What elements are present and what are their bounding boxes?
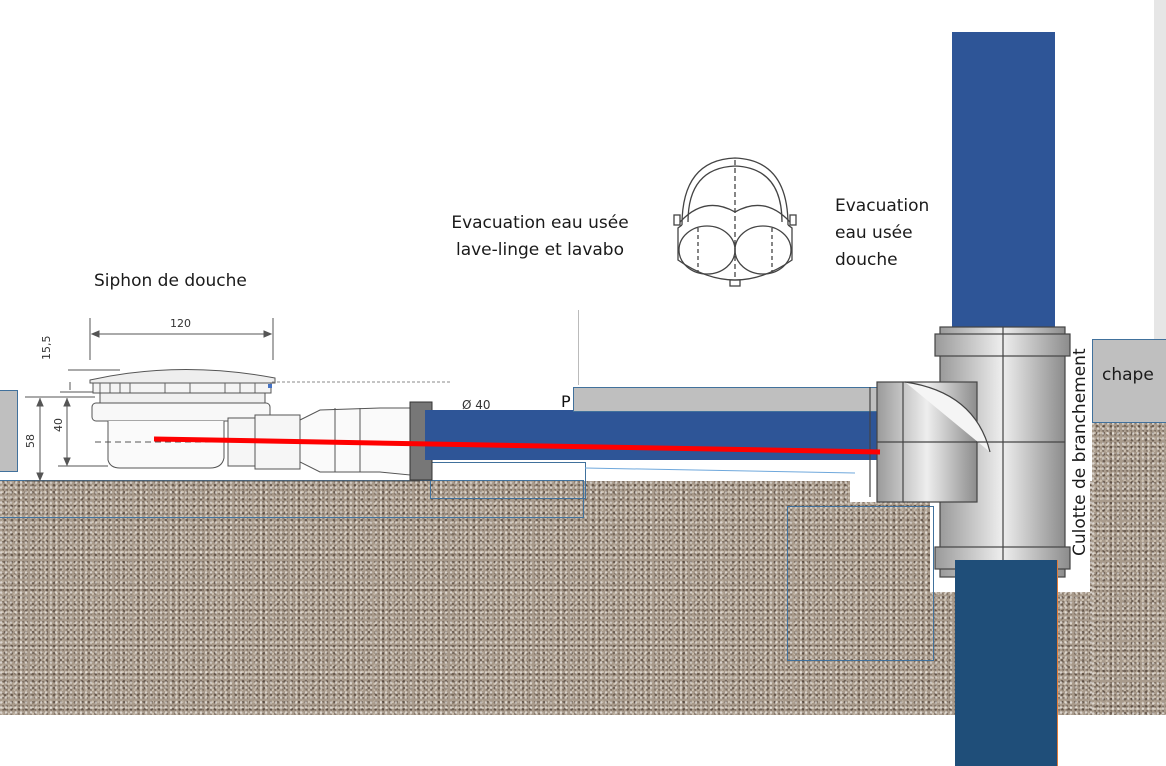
- evac-douche-line3: douche: [835, 250, 898, 270]
- evac-lavelinge-line1: Evacuation eau usée: [451, 213, 629, 233]
- wall-block-left: [0, 390, 18, 472]
- double-outlet-drawing: [673, 157, 797, 287]
- ground-gravel-right: [1092, 422, 1166, 715]
- vertical-pipe-top: [952, 32, 1055, 327]
- trench-outline-tee: [787, 506, 934, 661]
- evac-douche-line2: eau usée: [835, 223, 913, 243]
- siphon-label: Siphon de douche: [94, 271, 247, 291]
- evac-lavelinge-label: Evacuation eau usée lave-linge et lavabo: [440, 210, 640, 264]
- slope-line-red: [153, 436, 881, 455]
- evac-lavelinge-line2: lave-linge et lavabo: [455, 240, 624, 260]
- evac-douche-label: Evacuation eau usée douche: [835, 193, 929, 274]
- evac-douche-line1: Evacuation: [835, 196, 930, 216]
- truncated-text: P: [561, 392, 571, 411]
- chape-block: chape: [1092, 339, 1166, 423]
- right-edge-strip: [1154, 0, 1166, 340]
- dim-width-120: 120: [170, 317, 191, 330]
- chape-strip: [573, 387, 881, 412]
- siphon-body: [107, 421, 225, 469]
- trench-thin-line: [584, 467, 856, 474]
- pipe-diameter-label: Ø 40: [462, 398, 491, 412]
- guide-line: [578, 310, 579, 385]
- siphon-cap: [89, 369, 276, 384]
- vertical-pipe-bottom: [955, 560, 1058, 766]
- tee-fitting: [869, 326, 1071, 578]
- chape-label: chape: [1102, 365, 1154, 385]
